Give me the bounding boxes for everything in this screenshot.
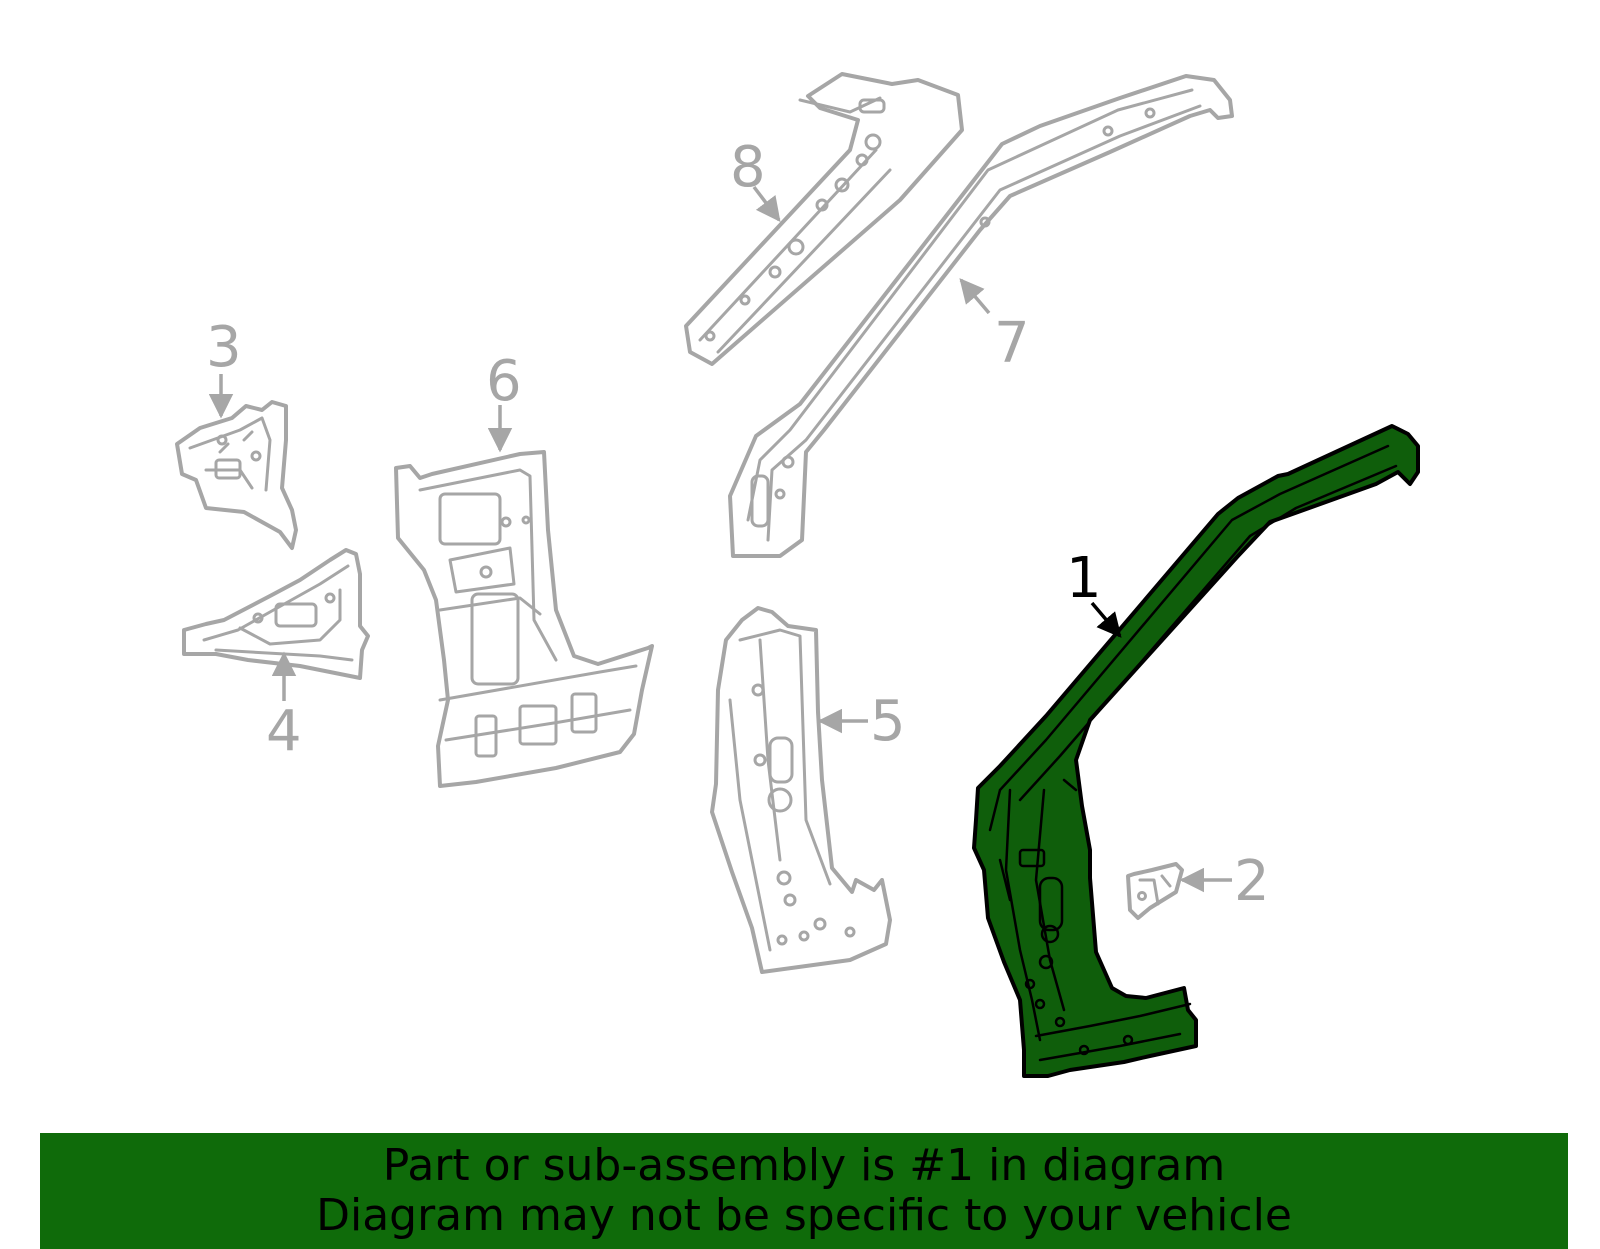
part-5-hinge-pillar-reinforcement[interactable] bbox=[710, 606, 892, 974]
banner-line-2: Diagram may not be specific to your vehi… bbox=[316, 1190, 1292, 1241]
leader-8 bbox=[752, 185, 781, 222]
callout-6: 6 bbox=[486, 349, 522, 414]
callout-5: 5 bbox=[870, 689, 906, 754]
part-6-center-pillar-inner[interactable] bbox=[394, 450, 654, 788]
callout-7: 7 bbox=[994, 311, 1030, 376]
leader-1 bbox=[1090, 601, 1122, 638]
callout-3: 3 bbox=[206, 315, 242, 380]
leader-7 bbox=[959, 278, 991, 315]
banner-line-1: Part or sub-assembly is #1 in diagram bbox=[382, 1140, 1226, 1191]
callout-8: 8 bbox=[730, 135, 766, 200]
part-4-gusset[interactable] bbox=[182, 548, 370, 680]
part-1-front-pillar-assembly[interactable] bbox=[972, 424, 1420, 1078]
callout-4: 4 bbox=[266, 699, 302, 764]
part-2-bracket[interactable] bbox=[1126, 862, 1184, 920]
info-banner: Part or sub-assembly is #1 in diagram Di… bbox=[40, 1133, 1568, 1249]
callout-1: 1 bbox=[1066, 546, 1102, 611]
part-8-rail-reinforcement[interactable] bbox=[684, 72, 964, 366]
callout-2: 2 bbox=[1234, 849, 1270, 914]
part-3-bracket[interactable] bbox=[175, 400, 298, 550]
part-7-roof-side-rail[interactable] bbox=[728, 74, 1234, 558]
